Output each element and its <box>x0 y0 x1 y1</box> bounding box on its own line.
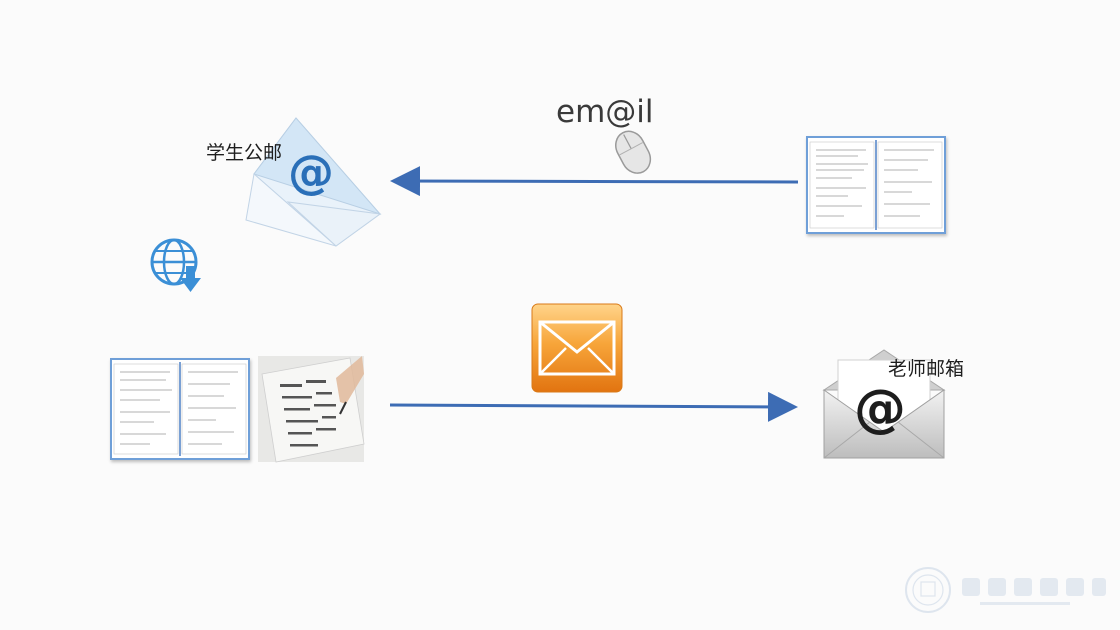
email-word: em@il <box>556 94 654 130</box>
document-thumbnail-top <box>806 136 946 234</box>
arrow-to-teacher-mailbox <box>389 391 798 422</box>
document-pages-graphic <box>809 140 943 230</box>
teacher-mailbox-label: 老师邮箱 <box>888 358 965 380</box>
svg-text:@: @ <box>288 145 334 199</box>
document-thumbnail-bottom <box>110 358 250 460</box>
student-mailbox-label: 学生公邮 <box>206 142 283 164</box>
arrow-to-student-mailbox <box>390 166 799 197</box>
svg-text:@: @ <box>854 379 906 439</box>
document-pages-graphic <box>113 362 247 456</box>
